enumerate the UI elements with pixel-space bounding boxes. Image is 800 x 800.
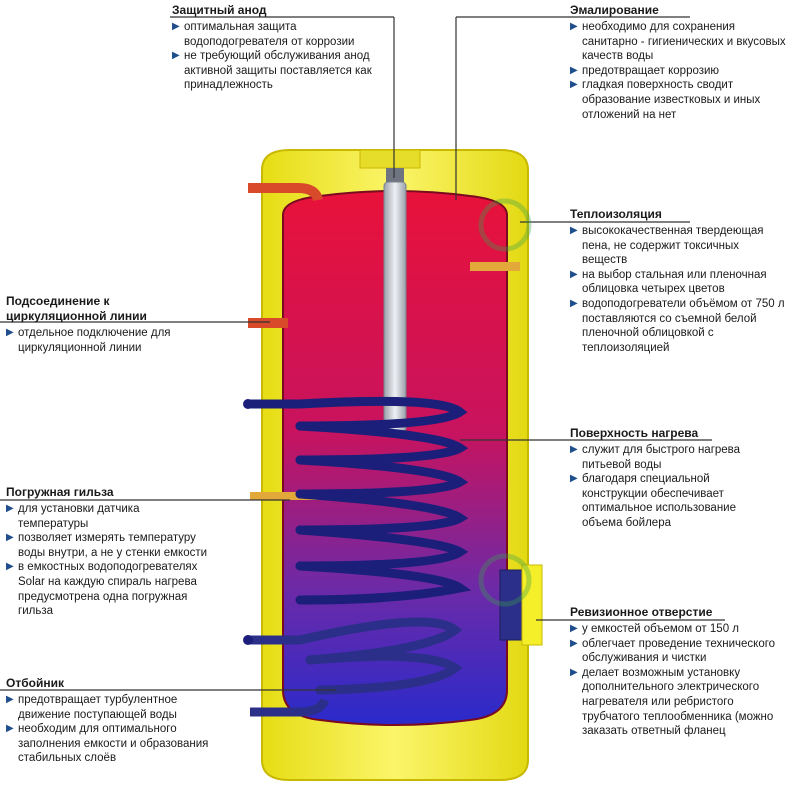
label-insulation-title: Теплоизоляция	[570, 207, 662, 221]
baffle-pipe	[250, 697, 330, 717]
label-anode-item: ▶оптимальная защита водоподогревателя от…	[172, 21, 355, 48]
top-cap	[359, 149, 421, 169]
hot-outlet-pipe	[248, 183, 323, 202]
label-anode-item: ▶не требующий обслуживания анод активной…	[172, 50, 372, 92]
label-insulation-item: ▶на выбор стальная или пленочная облицов…	[570, 268, 767, 296]
anode-rod	[383, 168, 407, 433]
label-enamel-item: ▶гладкая поверхность сводит образование …	[570, 79, 761, 121]
bullet-arrow-icon: ▶	[6, 561, 14, 573]
label-enamel: Эмалирование ▶необходимо для сохранения …	[570, 3, 792, 122]
label-sleeve-item: ▶для установки датчика температуры	[6, 503, 140, 530]
label-heating-surface: Поверхность нагрева ▶служит для быстрого…	[570, 426, 775, 531]
label-heating-surface-title: Поверхность нагрева	[570, 426, 699, 440]
label-inspection: Ревизионное отверстие ▶у емкостей объемо…	[570, 605, 785, 739]
label-sleeve-item: ▶позволяет измерять температуру воды вну…	[6, 532, 208, 559]
bullet-arrow-icon: ▶	[6, 532, 14, 544]
bullet-arrow-icon: ▶	[570, 297, 578, 309]
bullet-arrow-icon: ▶	[172, 21, 180, 32]
label-insulation: Теплоизоляция ▶высококачественная тверде…	[570, 207, 785, 355]
bullet-arrow-icon: ▶	[570, 444, 578, 455]
heating-coil	[245, 396, 472, 605]
bullet-arrow-icon: ▶	[570, 637, 578, 649]
bullet-arrow-icon: ▶	[6, 503, 14, 514]
label-sleeve: Погружная гильза ▶для установки датчика …	[6, 485, 211, 619]
label-circulation: Подсоединение к циркуляционной линии ▶от…	[6, 294, 206, 355]
bullet-arrow-icon: ▶	[570, 268, 578, 280]
label-circulation-item: ▶отдельное подключение для циркуляционно…	[6, 327, 171, 354]
label-heating-surface-item: ▶служит для быстрого нагрева питьевой во…	[570, 444, 741, 471]
label-anode: Защитный анод ▶оптимальная защита водопо…	[172, 3, 392, 93]
bullet-arrow-icon: ▶	[570, 225, 578, 236]
bullet-arrow-icon: ▶	[6, 723, 14, 735]
label-sleeve-title: Погружная гильза	[6, 485, 114, 499]
circulation-pipe	[248, 318, 288, 328]
label-sleeve-item: ▶в емкостных водоподогревателях Solar на…	[6, 561, 198, 618]
bullet-arrow-icon: ▶	[6, 694, 14, 705]
sensor-sleeve	[250, 492, 320, 500]
leader-lines	[0, 16, 725, 691]
watermark-logo	[478, 198, 532, 607]
bullet-arrow-icon: ▶	[570, 623, 578, 634]
label-inspection-item: ▶облегчает проведение технического обслу…	[570, 637, 776, 665]
label-enamel-title: Эмалирование	[570, 3, 659, 17]
label-inspection-title: Ревизионное отверстие	[570, 605, 713, 619]
label-insulation-item: ▶водоподогреватели объёмом от 750 л пост…	[570, 297, 785, 354]
label-anode-title: Защитный анод	[172, 3, 267, 17]
label-baffle: Отбойник ▶предотвращает турбулентное дви…	[6, 676, 211, 766]
label-inspection-item: ▶у емкостей объемом от 150 л	[570, 623, 739, 635]
bullet-arrow-icon: ▶	[570, 79, 578, 91]
bullet-arrow-icon: ▶	[570, 473, 578, 485]
right-hot-stub	[470, 262, 520, 271]
bullet-arrow-icon: ▶	[6, 327, 14, 338]
label-insulation-item: ▶высококачественная твердеющая пена, не …	[570, 225, 764, 267]
bullet-arrow-icon: ▶	[570, 666, 578, 678]
label-baffle-item: ▶необходим для оптимального заполнения е…	[6, 723, 209, 765]
bullet-arrow-icon: ▶	[172, 50, 180, 62]
lower-coil	[245, 617, 463, 695]
label-inspection-item: ▶делает возможным установку дополнительн…	[570, 666, 774, 738]
label-baffle-title: Отбойник	[6, 676, 64, 690]
label-baffle-item: ▶предотвращает турбулентное движение пос…	[6, 694, 178, 721]
label-enamel-item: ▶предотвращает коррозию	[570, 64, 720, 77]
label-enamel-item: ▶необходимо для сохранения санитарно - г…	[570, 21, 786, 63]
bullet-arrow-icon: ▶	[570, 64, 578, 76]
bullet-arrow-icon: ▶	[570, 21, 578, 32]
label-circulation-title: Подсоединение к циркуляционной линии	[6, 294, 147, 323]
label-heating-surface-item: ▶благодаря специальной конструкции обесп…	[570, 473, 736, 529]
